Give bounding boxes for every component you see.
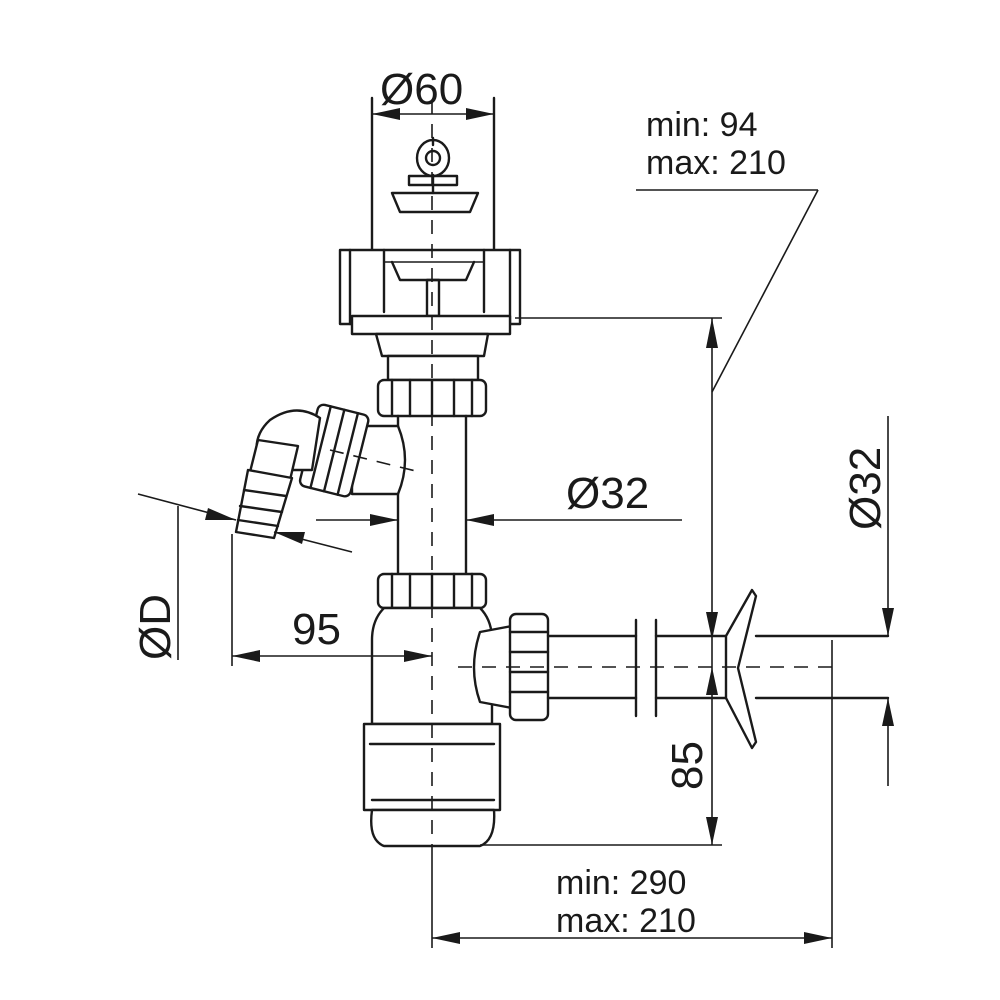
label-diameter-60: Ø60: [380, 65, 463, 114]
dim-diameter-32-outlet: Ø32: [841, 416, 894, 786]
label-height-max: max: 210: [646, 144, 786, 182]
label-diameter-32-outlet: Ø32: [841, 447, 890, 530]
label-height-85: 85: [663, 741, 712, 790]
label-length-min: min: 290: [556, 864, 686, 902]
dim-diameter-60: Ø60: [372, 65, 494, 120]
dim-diameter-32-pipe: Ø32: [316, 469, 682, 526]
label-diameter-32-pipe: Ø32: [566, 469, 649, 518]
center-lines: [329, 100, 840, 845]
dim-offset-95: 95: [231, 534, 432, 666]
dim-diameter-d: ØD: [131, 493, 353, 660]
label-height-min: min: 94: [646, 106, 758, 144]
label-offset-95: 95: [292, 605, 341, 654]
dim-height-range: min: 94 max: 210: [515, 106, 819, 845]
outlet-pipe: [472, 588, 890, 750]
drain-strainer: [370, 96, 496, 252]
dim-length-range: min: 290 max: 210: [431, 640, 833, 948]
label-diameter-d: ØD: [131, 594, 180, 660]
label-length-max: max: 210: [556, 902, 696, 940]
drain-flange: [338, 248, 522, 382]
dim-height-85: 85: [480, 667, 722, 846]
